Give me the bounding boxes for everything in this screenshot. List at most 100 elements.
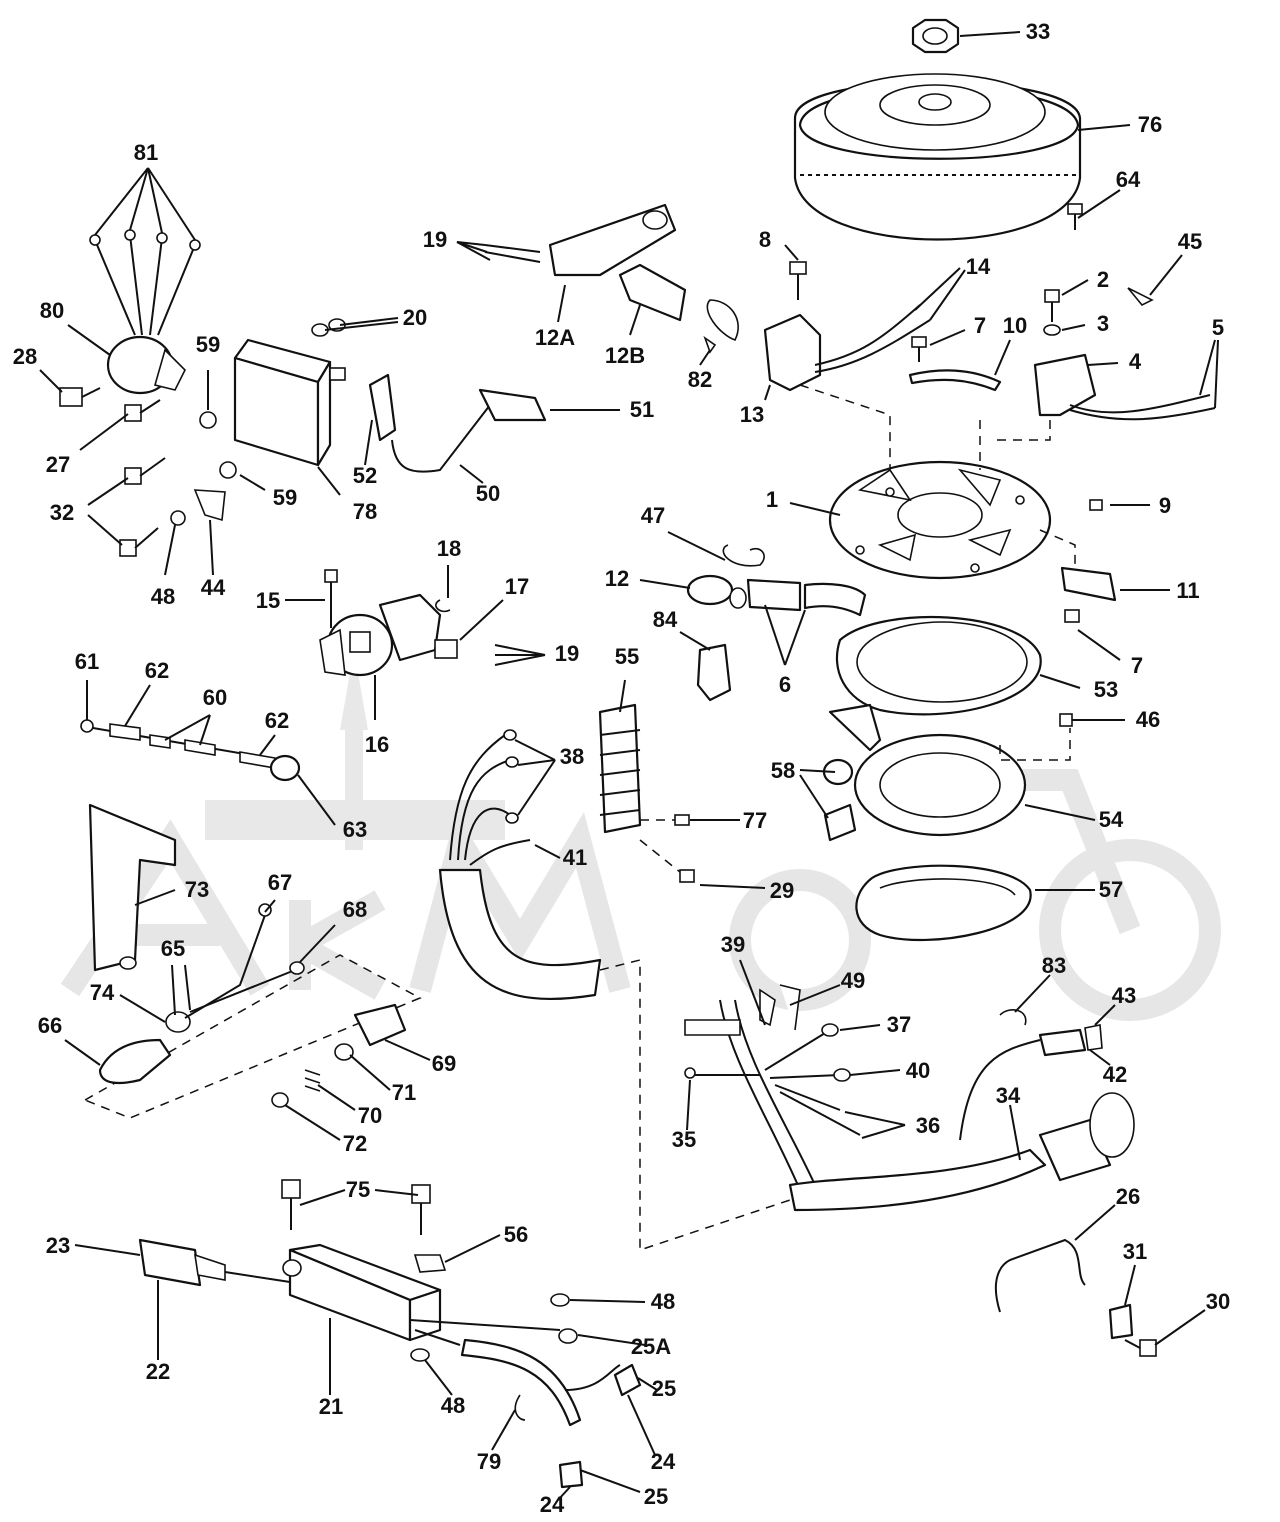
flywheel: [793, 18, 1082, 241]
parts-12A-12B: [484, 203, 739, 354]
callout-45: 45: [1177, 229, 1203, 254]
callout-29: 29: [769, 878, 795, 903]
callout-74: 74: [89, 980, 115, 1005]
callout-84: 84: [652, 607, 678, 632]
callout-83: 83: [1041, 953, 1067, 978]
callout-59b: 59: [272, 485, 298, 510]
callout-7: 7: [973, 313, 987, 338]
callout-23: 23: [45, 1233, 71, 1258]
callout-82: 82: [687, 367, 713, 392]
bracket-10: [908, 369, 1002, 392]
callout-69: 69: [431, 1051, 457, 1076]
callout-63: 63: [342, 817, 368, 842]
callout-81: 81: [133, 140, 159, 165]
callout-2: 2: [1096, 267, 1110, 292]
callout-37: 37: [886, 1012, 912, 1037]
callout-19b: 19: [554, 641, 580, 666]
callout-20: 20: [402, 305, 428, 330]
callout-24: 24: [650, 1449, 676, 1474]
callout-70: 70: [357, 1103, 383, 1128]
callout-27: 27: [45, 452, 71, 477]
ignition-coil: [1033, 353, 1216, 421]
callout-31: 31: [1122, 1239, 1148, 1264]
watermark: [60, 650, 1221, 1021]
callout-5: 5: [1211, 315, 1225, 340]
callout-12A: 12A: [534, 325, 576, 350]
callout-16: 16: [364, 732, 390, 757]
callout-44: 44: [200, 575, 226, 600]
callout-13: 13: [739, 402, 765, 427]
callout-32: 32: [49, 500, 75, 525]
callout-8: 8: [758, 227, 772, 252]
terminal-block: [598, 703, 642, 834]
callout-28: 28: [12, 344, 38, 369]
parts-69-72: [271, 1003, 407, 1108]
callout-76: 76: [1137, 112, 1163, 137]
callout-25b: 25: [643, 1484, 669, 1509]
rectifier-80: [59, 229, 201, 407]
callout-3: 3: [1096, 311, 1110, 336]
callout-73: 73: [184, 877, 210, 902]
callout-78: 78: [352, 499, 378, 524]
callout-12B: 12B: [604, 343, 646, 368]
stator-plate: [828, 460, 1052, 580]
power-pack-78: [233, 318, 346, 467]
callout-35: 35: [671, 1127, 697, 1152]
callout-68: 68: [342, 897, 368, 922]
callout-25: 25: [651, 1376, 677, 1401]
callout-6: 6: [778, 672, 792, 697]
callout-30: 30: [1205, 1289, 1231, 1314]
callout-77: 77: [742, 808, 768, 833]
switch-16: [319, 569, 458, 677]
callout-52: 52: [352, 463, 378, 488]
callout-43: 43: [1111, 983, 1137, 1008]
switch-leads-65: [98, 903, 305, 1085]
callout-17: 17: [504, 574, 530, 599]
callout-42: 42: [1102, 1062, 1128, 1087]
callout-64: 64: [1115, 167, 1141, 192]
callout-36: 36: [915, 1113, 941, 1138]
callout-38: 38: [559, 744, 585, 769]
callout-48c: 48: [440, 1393, 466, 1418]
callout-65: 65: [160, 936, 186, 961]
callout-19: 19: [422, 227, 448, 252]
callout-9: 9: [1158, 493, 1172, 518]
callout-60: 60: [202, 685, 228, 710]
callout-22: 22: [145, 1359, 171, 1384]
sensor-13: [763, 304, 931, 392]
callout-33: 33: [1025, 19, 1051, 44]
connectors-58: [822, 758, 857, 842]
power-pack-21: [138, 1179, 642, 1489]
bolts-left: [119, 399, 237, 557]
callout-79: 79: [476, 1449, 502, 1474]
callout-40: 40: [905, 1058, 931, 1083]
callout-46: 46: [1135, 707, 1161, 732]
callout-47: 47: [640, 503, 666, 528]
callout-53: 53: [1093, 677, 1119, 702]
screws: [674, 203, 1154, 883]
leader-lines: [39, 31, 1219, 1501]
callout-11: 11: [1176, 578, 1200, 603]
lead-61-63: [80, 719, 301, 782]
spark-plug-lead: [368, 373, 547, 473]
harness-41: [438, 729, 602, 1001]
callout-61: 61: [74, 649, 100, 674]
callout-48: 48: [150, 584, 176, 609]
parts-26-31: [994, 1238, 1157, 1357]
callout-66: 66: [37, 1013, 63, 1038]
callout-7b: 7: [1130, 653, 1144, 678]
callout-26: 26: [1115, 1184, 1141, 1209]
callout-72: 72: [342, 1131, 368, 1156]
callout-58: 58: [770, 758, 796, 783]
hoses: [686, 544, 867, 702]
main-harness: [684, 984, 1135, 1212]
callout-12: 12: [604, 566, 630, 591]
callout-39: 39: [720, 932, 746, 957]
callout-34: 34: [995, 1083, 1021, 1108]
callout-59: 59: [195, 332, 221, 357]
callout-24b: 24: [539, 1492, 565, 1517]
callout-71: 71: [391, 1080, 417, 1105]
callout-49: 49: [840, 968, 866, 993]
callout-51: 51: [629, 397, 655, 422]
